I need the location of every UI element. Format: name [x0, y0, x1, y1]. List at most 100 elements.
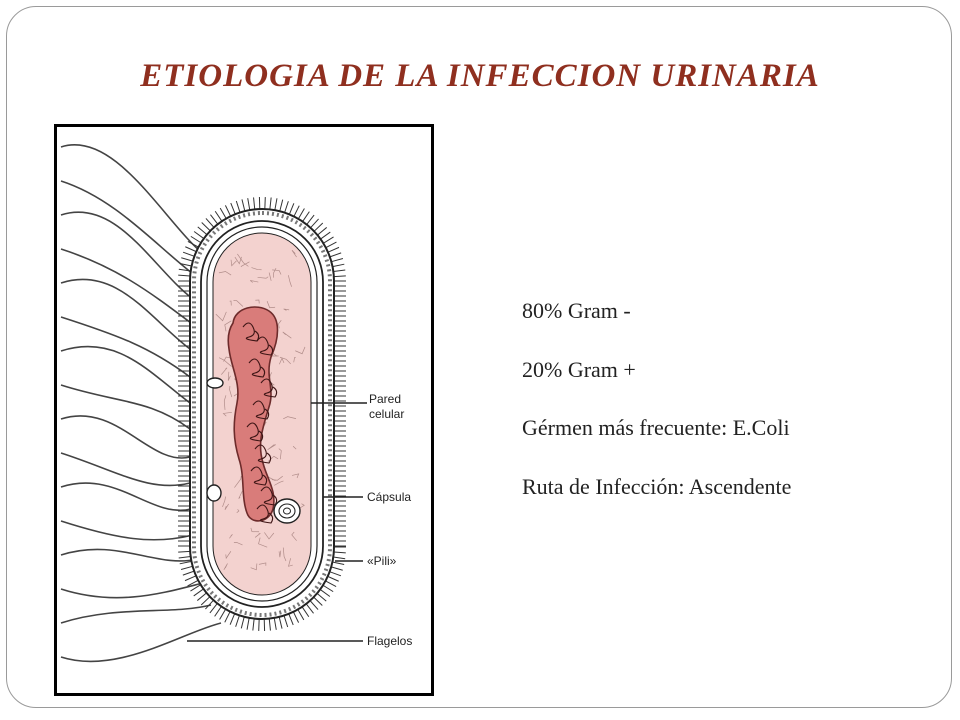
pilus	[323, 236, 334, 244]
cytoplasm-fiber	[278, 550, 282, 558]
pilus	[185, 246, 197, 253]
pilus	[187, 241, 199, 248]
dna-loop	[256, 504, 274, 524]
pilus	[288, 613, 294, 626]
flagellum	[60, 582, 204, 599]
pilus	[178, 274, 191, 277]
cytoplasm-fiber	[288, 558, 293, 567]
flagellum	[60, 548, 198, 562]
pilus	[333, 269, 346, 273]
cytoplasm-fiber	[234, 256, 242, 265]
pilus	[184, 575, 197, 582]
pilus	[327, 575, 339, 582]
cytoplasm-fiber	[254, 532, 261, 538]
pilus	[317, 227, 328, 236]
pilus	[310, 218, 319, 229]
cytoplasm-fiber	[266, 300, 276, 309]
dna-loop	[248, 358, 266, 378]
cytoplasm-fiber	[222, 496, 226, 507]
cytoplasm-fiber	[268, 272, 272, 281]
pilus	[224, 611, 231, 623]
pilus	[200, 596, 211, 606]
pilus	[320, 231, 331, 240]
cytoplasm-fiber	[267, 444, 276, 451]
cytoplasm-fiber	[237, 253, 249, 267]
cytoplasm-fiber	[258, 562, 267, 566]
flagellum	[60, 604, 212, 624]
dna-loop	[252, 400, 270, 420]
inclusion-granule	[206, 484, 222, 502]
mesosome	[273, 498, 301, 524]
pilus	[332, 561, 345, 565]
pilus	[329, 571, 342, 577]
cytoplasm-fiber	[227, 371, 231, 381]
cytoplasm-fiber	[272, 269, 282, 275]
cell-membrane	[206, 226, 318, 602]
pili-group	[178, 197, 346, 631]
flagellum	[60, 211, 194, 300]
cytoplasm-fiber	[258, 537, 268, 548]
flagellum	[60, 622, 222, 663]
cytoplasm-fiber	[295, 346, 306, 355]
cytoplasm-fiber	[250, 563, 258, 571]
cytoplasm-fiber	[283, 416, 297, 420]
pilus	[201, 222, 211, 232]
cytoplasm-fiber	[238, 491, 243, 499]
cytoplasm-fiber	[218, 271, 232, 276]
slide-title: ETIOLOGIA DE LA INFECCION URINARIA	[140, 58, 820, 94]
label-pili: «Pili»	[367, 554, 397, 568]
label-cell-wall-line2: celular	[369, 407, 404, 421]
pilus	[182, 251, 195, 257]
cytoplasm-fiber	[225, 551, 232, 560]
pilus	[325, 580, 337, 587]
dna-loop	[254, 444, 272, 464]
pilus	[190, 584, 201, 592]
dna-loop	[242, 322, 260, 342]
bacterium-drawing: Pared celular Cápsula «Pili» Flagelos	[60, 144, 412, 663]
flagellum	[60, 180, 198, 278]
cytoplasm-fiber	[264, 532, 275, 540]
pilus	[253, 197, 256, 210]
pilus	[333, 275, 346, 278]
cytoplasm-fiber	[229, 386, 233, 398]
pilus	[193, 588, 204, 597]
pilus	[322, 584, 334, 593]
pilus	[181, 257, 193, 262]
label-cell-wall: Pared	[369, 392, 401, 406]
bullet-gram-negative: 80% Gram -	[522, 298, 631, 323]
cytoplasm-fiber	[229, 534, 233, 539]
pilus	[313, 222, 324, 232]
pilus	[224, 205, 232, 217]
dna-loop	[260, 378, 278, 398]
pilus	[193, 231, 205, 239]
pilus	[240, 616, 245, 629]
pilus	[187, 579, 199, 587]
pilus	[179, 560, 192, 565]
pilus	[246, 617, 250, 630]
pilus	[331, 566, 343, 571]
cytoplasm-fiber	[240, 261, 250, 268]
pilus	[247, 198, 251, 211]
pilus	[214, 606, 222, 617]
pilus	[301, 606, 310, 618]
pilus	[268, 618, 271, 631]
flagellum	[60, 520, 194, 541]
cytoplasm-fiber	[249, 280, 259, 283]
cytoplasm-fiber	[221, 367, 228, 375]
cytoplasm-fiber	[291, 250, 297, 258]
pilus	[209, 603, 218, 614]
pilus	[179, 263, 192, 267]
label-flagella: Flagelos	[367, 634, 412, 648]
pilus	[316, 593, 327, 602]
dna-loop	[250, 466, 268, 486]
cytoplasm-fiber	[215, 311, 227, 322]
pilus	[190, 235, 202, 244]
dna-loop	[260, 486, 278, 506]
pilus	[178, 550, 191, 553]
pilus	[319, 589, 331, 597]
pilus	[178, 268, 191, 272]
dna-squiggles	[242, 322, 278, 524]
cytoplasm-fiber	[250, 527, 260, 533]
pilus	[274, 198, 278, 211]
bullet-gram-positive: 20% Gram +	[522, 356, 636, 382]
